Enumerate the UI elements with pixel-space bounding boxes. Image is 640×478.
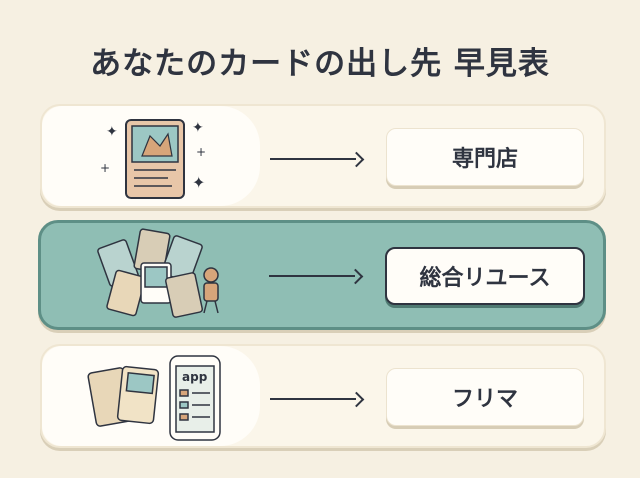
arrow-icon: [269, 268, 364, 285]
destination-label: 総合リユース: [385, 247, 585, 305]
arrow-icon: [270, 151, 365, 168]
row-general-reuse: 総合リユース: [38, 220, 606, 330]
svg-text:✦: ✦: [192, 120, 204, 136]
svg-text:✦: ✦: [106, 124, 118, 140]
arrow-icon: [270, 391, 365, 408]
phone-app-icon: app: [42, 346, 260, 446]
destination-label: 専門店: [386, 128, 584, 186]
svg-text:+: +: [100, 161, 110, 175]
svg-text:✦: ✦: [192, 173, 205, 192]
holo-card-icon: ✦ ✦ + + ✦: [42, 106, 260, 206]
card-pile-icon: [41, 223, 259, 327]
app-label: app: [182, 370, 208, 384]
destination-label: フリマ: [386, 368, 584, 426]
row-specialty-shop: ✦ ✦ + + ✦ 専門店: [40, 104, 606, 208]
row-flea-market: app フリマ: [40, 344, 606, 448]
page-title: あなたのカードの出し先 早見表: [90, 46, 550, 82]
svg-text:+: +: [196, 145, 206, 159]
